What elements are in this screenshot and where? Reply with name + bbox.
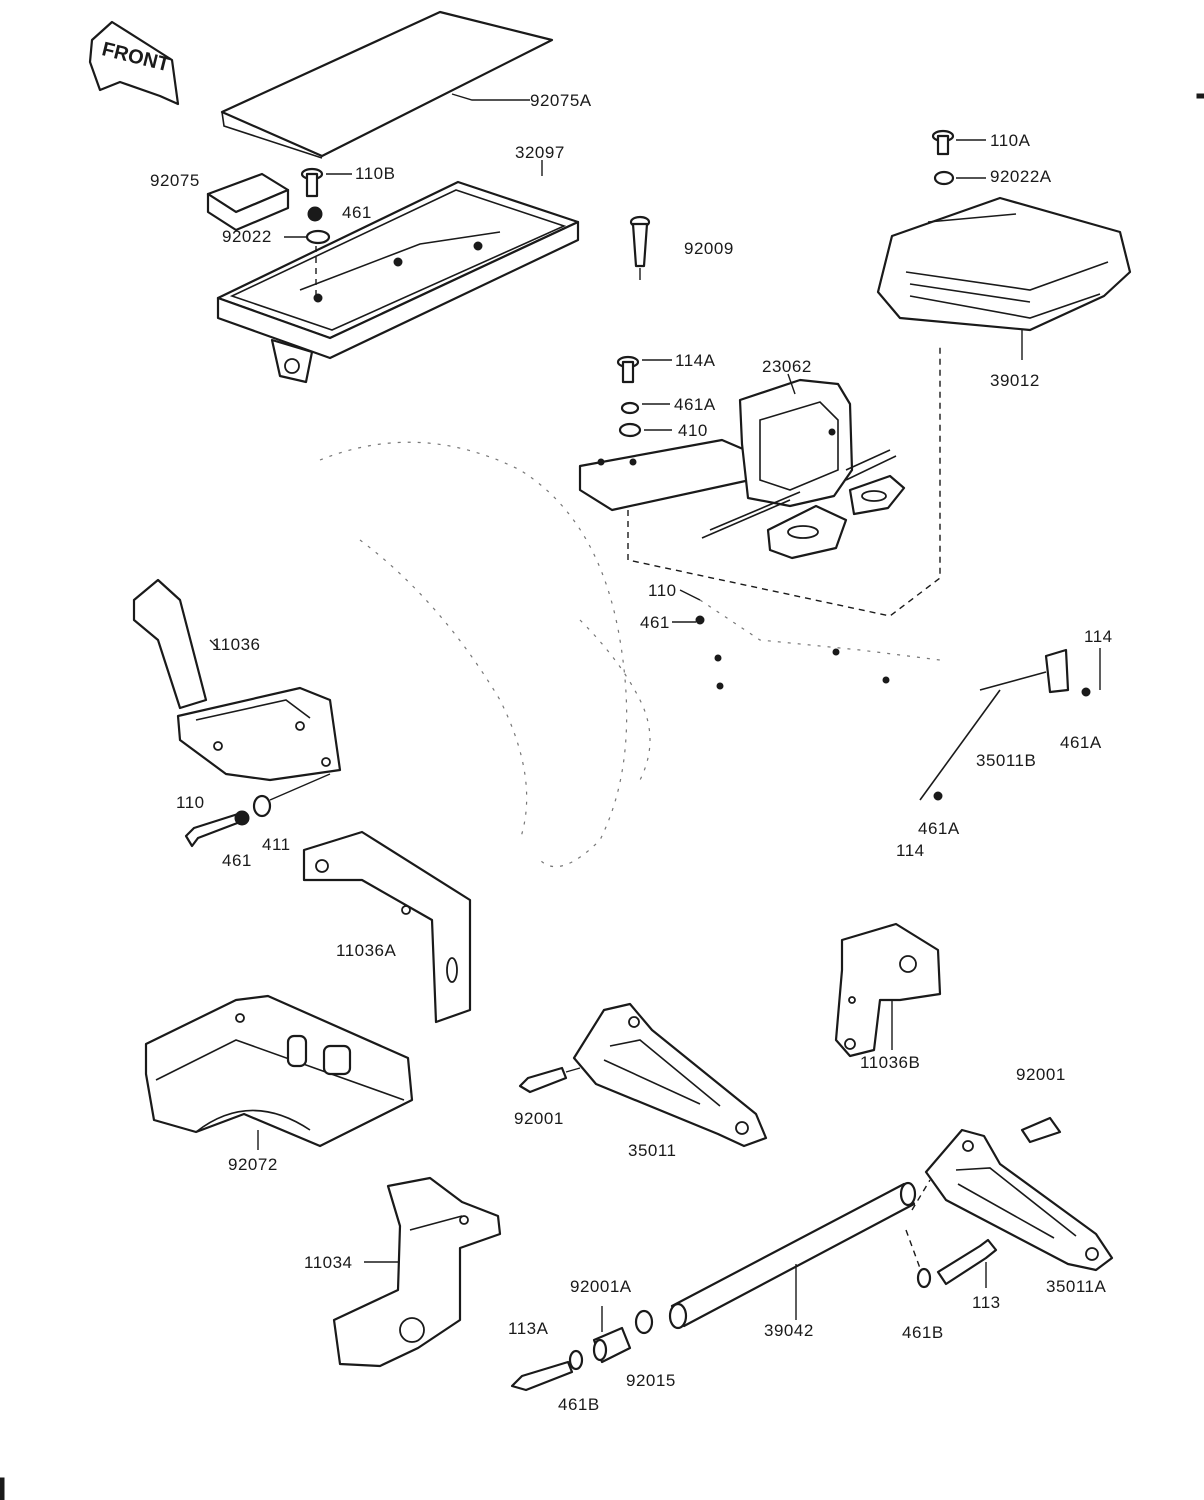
label-92022: 92022 bbox=[222, 227, 272, 246]
bolt-110 bbox=[184, 773, 331, 848]
label-23062: 23062 bbox=[762, 357, 812, 376]
label-92001-a: 92001 bbox=[1016, 1065, 1066, 1084]
label-11036: 11036 bbox=[212, 635, 261, 654]
label-114A-a: 114A bbox=[675, 351, 716, 370]
tray-32097 bbox=[216, 180, 580, 384]
label-461B-a: 461B bbox=[558, 1395, 600, 1414]
label-461A-b: 461A bbox=[1060, 733, 1102, 752]
step-bracket-35011A bbox=[924, 1128, 1114, 1272]
label-110B: 110B bbox=[355, 164, 395, 183]
label-411: 411 bbox=[262, 835, 291, 854]
bracket-23062 bbox=[578, 378, 906, 560]
linkage-35011B bbox=[919, 648, 1091, 801]
washer-410 bbox=[618, 422, 642, 438]
block-92075 bbox=[206, 172, 290, 232]
label-461-a: 461 bbox=[342, 203, 372, 222]
label-11036B: 11036B bbox=[860, 1053, 920, 1072]
shaft-39042 bbox=[668, 1181, 917, 1330]
front-arrow-badge: FRONT bbox=[88, 20, 180, 106]
label-113: 113 bbox=[972, 1293, 1001, 1312]
bolt-110B bbox=[300, 167, 324, 198]
bolt-92001-left bbox=[518, 1066, 581, 1094]
label-92075: 92075 bbox=[150, 171, 200, 190]
frame-outline-faint bbox=[319, 441, 941, 868]
bracket-11034 bbox=[332, 1176, 502, 1368]
label-35011B: 35011B bbox=[976, 751, 1036, 770]
label-92015: 92015 bbox=[626, 1371, 676, 1390]
label-92075A: 92075A bbox=[530, 91, 592, 110]
label-461A-c: 461A bbox=[918, 819, 960, 838]
scan-edge-mark bbox=[0, 1477, 5, 1500]
pin-92009 bbox=[629, 215, 651, 280]
label-110-b: 110 bbox=[176, 793, 205, 812]
label-92001-b: 92001 bbox=[514, 1109, 564, 1128]
label-114-b: 114 bbox=[896, 841, 925, 860]
washer-461B-left bbox=[568, 1349, 584, 1371]
washer-92015 bbox=[634, 1309, 654, 1335]
collar-92001A bbox=[592, 1326, 632, 1364]
label-11036A: 11036A bbox=[336, 941, 397, 960]
scan-edge-mark-right bbox=[1196, 93, 1204, 99]
label-461B-b: 461B bbox=[902, 1323, 944, 1342]
cover-39012 bbox=[876, 129, 1132, 332]
label-461-c: 461 bbox=[222, 851, 252, 870]
label-461A-a: 461A bbox=[674, 395, 716, 414]
label-110A: 110A bbox=[990, 131, 1031, 150]
bolt-92001-right bbox=[1020, 1116, 1062, 1144]
label-39012: 39012 bbox=[990, 371, 1040, 390]
bolt-114A-shank bbox=[621, 360, 635, 384]
washer-461B-right bbox=[916, 1267, 932, 1289]
label-92009: 92009 bbox=[684, 239, 734, 258]
label-39042: 39042 bbox=[764, 1321, 814, 1340]
label-92072: 92072 bbox=[228, 1155, 278, 1174]
washer-461 bbox=[307, 206, 323, 222]
bolt-113A bbox=[510, 1360, 574, 1392]
carrier-92072 bbox=[144, 994, 414, 1148]
label-32097: 32097 bbox=[515, 143, 565, 162]
bracket-11036 bbox=[132, 578, 342, 782]
label-92022A: 92022A bbox=[990, 167, 1052, 186]
grommet-92022 bbox=[305, 229, 331, 245]
washer-461A bbox=[620, 401, 640, 415]
label-35011A: 35011A bbox=[1046, 1277, 1107, 1296]
label-35011: 35011 bbox=[628, 1141, 677, 1160]
label-461-b: 461 bbox=[640, 613, 670, 632]
label-92001A: 92001A bbox=[570, 1277, 632, 1296]
label-114-a: 114 bbox=[1084, 627, 1113, 646]
bolt-113 bbox=[936, 1238, 998, 1286]
bracket-11036B bbox=[834, 922, 942, 1058]
label-11034: 11034 bbox=[304, 1253, 353, 1272]
label-110-a: 110 bbox=[648, 581, 677, 600]
step-bracket-35011 bbox=[572, 1002, 768, 1148]
label-410: 410 bbox=[678, 421, 708, 440]
seat-pad-92075A bbox=[220, 10, 554, 159]
bracket-11036A bbox=[302, 830, 472, 1024]
label-113A: 113A bbox=[508, 1319, 549, 1338]
